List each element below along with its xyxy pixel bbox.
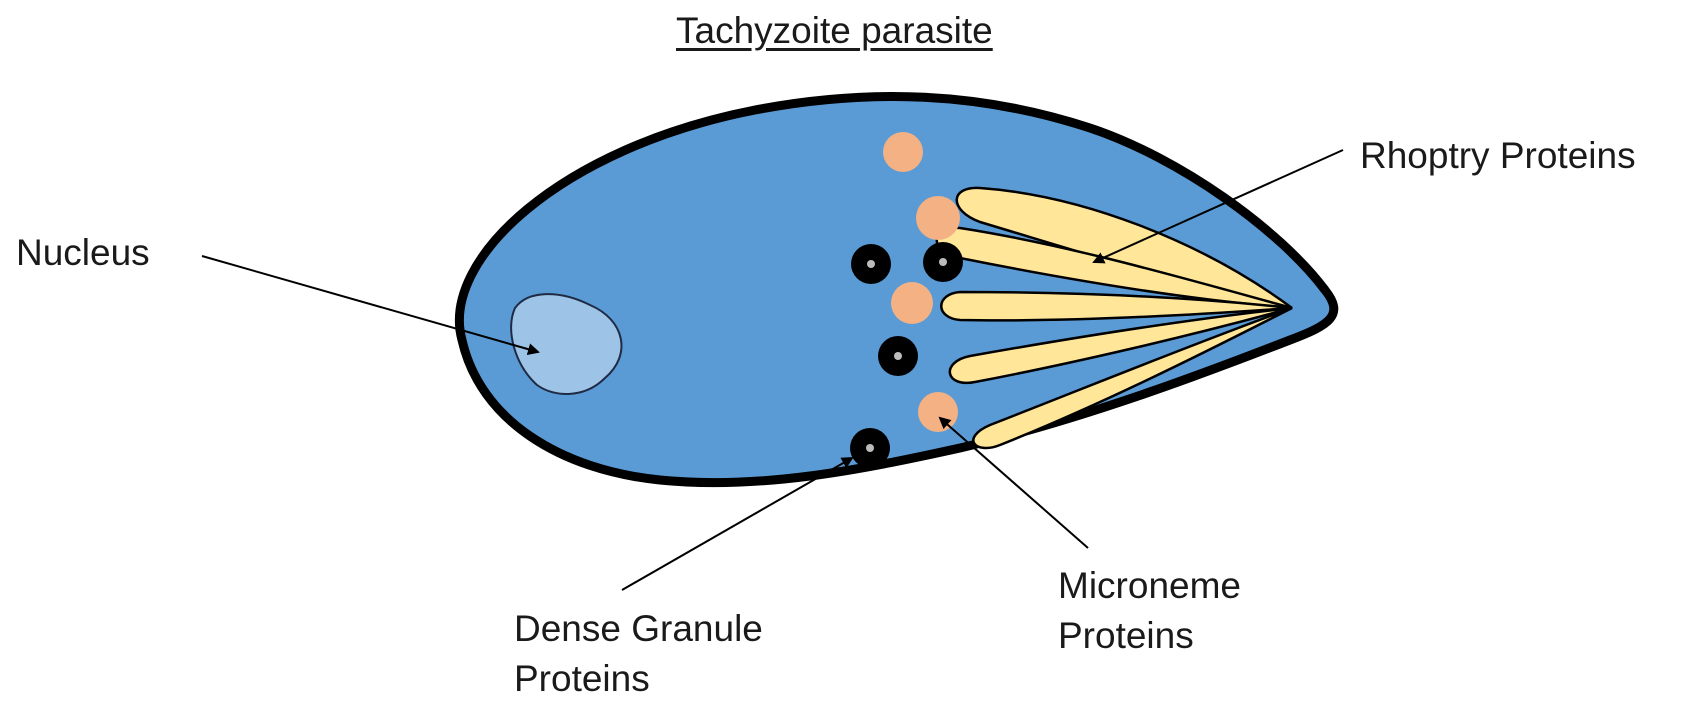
- nucleus-label: Nucleus: [16, 228, 150, 278]
- rhoptry-label-text: Rhoptry Proteins: [1360, 135, 1636, 176]
- microneme-label-line2: Proteins: [1058, 611, 1241, 661]
- microneme: [883, 132, 923, 172]
- dense-granule: [850, 428, 890, 468]
- dense-granule: [851, 244, 891, 284]
- dense-granule: [923, 242, 963, 282]
- rhoptry-label: Rhoptry Proteins: [1360, 131, 1636, 181]
- microneme-label: Microneme Proteins: [1058, 561, 1241, 661]
- microneme: [916, 196, 960, 240]
- dense-granule: [878, 336, 918, 376]
- dense-granule-label: Dense Granule Proteins: [514, 604, 763, 704]
- dense-granule-label-line2: Proteins: [514, 654, 763, 704]
- dense-granule-label-line1: Dense Granule: [514, 604, 763, 654]
- microneme: [891, 282, 933, 324]
- diagram-title: Tachyzoite parasite: [676, 6, 993, 56]
- microneme: [918, 392, 958, 432]
- nucleus-label-text: Nucleus: [16, 232, 150, 273]
- microneme-label-line1: Microneme: [1058, 561, 1241, 611]
